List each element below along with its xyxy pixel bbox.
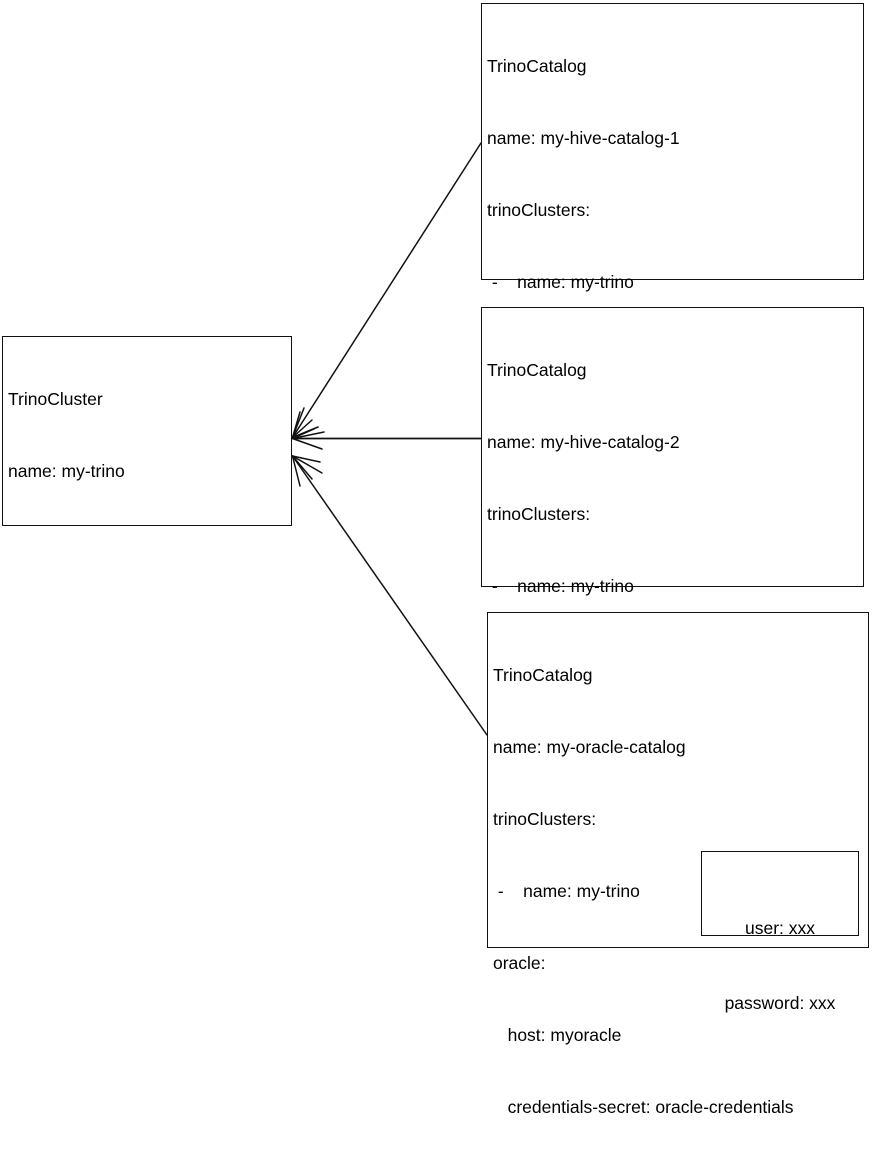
catalog-2-line-1: name: my-hive-catalog-2 <box>487 432 680 452</box>
catalog-3-line-3: - name: my-trino <box>493 881 640 901</box>
catalog-3-line-1: name: my-oracle-catalog <box>493 737 686 757</box>
node-catalog-my-hive-catalog-1[interactable]: TrinoCatalog name: my-hive-catalog-1 tri… <box>481 3 864 652</box>
credentials-line-password: password: xxx <box>724 993 836 1013</box>
credentials-line-user: user: xxx <box>744 918 816 938</box>
catalog-3-line-0: TrinoCatalog <box>493 665 593 685</box>
diagram-connectors-layer <box>291 142 789 853</box>
node-trino-cluster-text: TrinoCluster name: my-trino <box>8 339 288 531</box>
edge-catalog-1-to-cluster <box>291 142 482 439</box>
credentials-secret-text: user: xxx password: xxx <box>702 866 858 1066</box>
trino-cluster-line-1: name: my-trino <box>8 461 125 481</box>
node-catalog-my-hive-catalog-2[interactable]: TrinoCatalog name: my-hive-catalog-2 tri… <box>481 307 864 884</box>
catalog-1-line-0: TrinoCatalog <box>487 56 587 76</box>
catalog-1-line-1: name: my-hive-catalog-1 <box>487 128 680 148</box>
catalog-1-line-3: - name: my-trino <box>487 272 634 292</box>
catalog-2-line-3: - name: my-trino <box>487 576 634 596</box>
catalog-2-line-0: TrinoCatalog <box>487 360 587 380</box>
edge-catalog-2-to-cluster <box>291 428 482 450</box>
node-credentials-secret[interactable]: user: xxx password: xxx <box>701 851 859 1013</box>
edge-catalog-3-to-cluster <box>291 455 488 736</box>
catalog-2-line-2: trinoClusters: <box>487 504 591 524</box>
catalog-1-line-2: trinoClusters: <box>487 200 591 220</box>
trino-cluster-line-0: TrinoCluster <box>8 389 103 409</box>
catalog-3-line-2: trinoClusters: <box>493 809 597 829</box>
catalog-3-line-6: credentials-secret: oracle-credentials <box>493 1097 794 1117</box>
node-trino-cluster[interactable]: TrinoCluster name: my-trino <box>2 336 292 526</box>
